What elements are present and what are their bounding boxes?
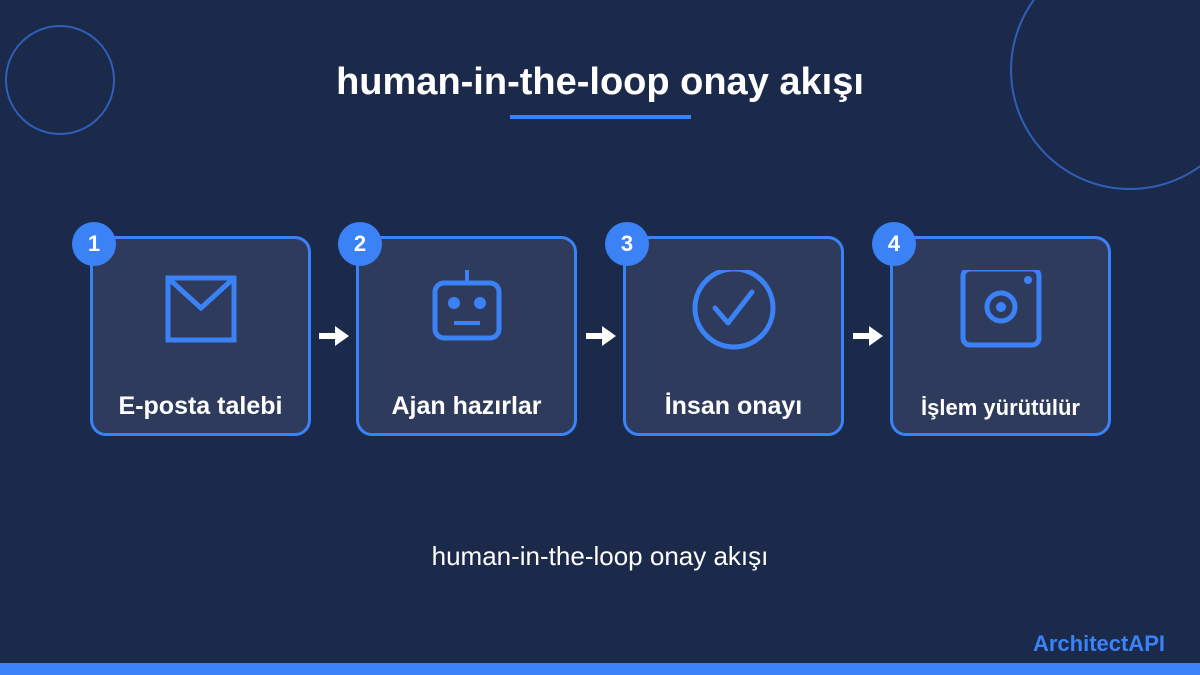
step-4: İşlem yürütülür 4 xyxy=(872,222,1111,436)
robot-icon xyxy=(412,270,522,350)
step-number-badge: 2 xyxy=(338,222,382,266)
step-label: İnsan onayı xyxy=(664,392,803,420)
instagram-icon xyxy=(946,270,1056,350)
step-2: Ajan hazırlar 2 xyxy=(338,222,577,436)
envelope-icon xyxy=(146,270,256,350)
step-label: E-posta talebi xyxy=(118,392,283,420)
arrow-right-icon xyxy=(853,324,883,348)
step-number-badge: 1 xyxy=(72,222,116,266)
step-number-badge: 4 xyxy=(872,222,916,266)
bottom-accent-bar xyxy=(0,663,1200,675)
step-number-badge: 3 xyxy=(605,222,649,266)
step-1: E-posta talebi 1 xyxy=(72,222,311,436)
title-underline xyxy=(510,115,691,119)
caption: human-in-the-loop onay akışı xyxy=(431,541,769,571)
step-label: İşlem yürütülür xyxy=(921,395,1080,420)
decorative-circle-left xyxy=(5,25,115,135)
arrow-right-icon xyxy=(319,324,349,348)
page-title: human-in-the-loop onay akışı xyxy=(336,61,864,103)
step-3: İnsan onayı 3 xyxy=(605,222,844,436)
step-card xyxy=(90,236,311,436)
brand-logo-text: ArchitectAPI xyxy=(1032,631,1165,656)
arrow-right-icon xyxy=(586,324,616,348)
step-label: Ajan hazırlar xyxy=(391,392,542,420)
check-circle-icon xyxy=(679,270,789,350)
step-card xyxy=(623,236,844,436)
